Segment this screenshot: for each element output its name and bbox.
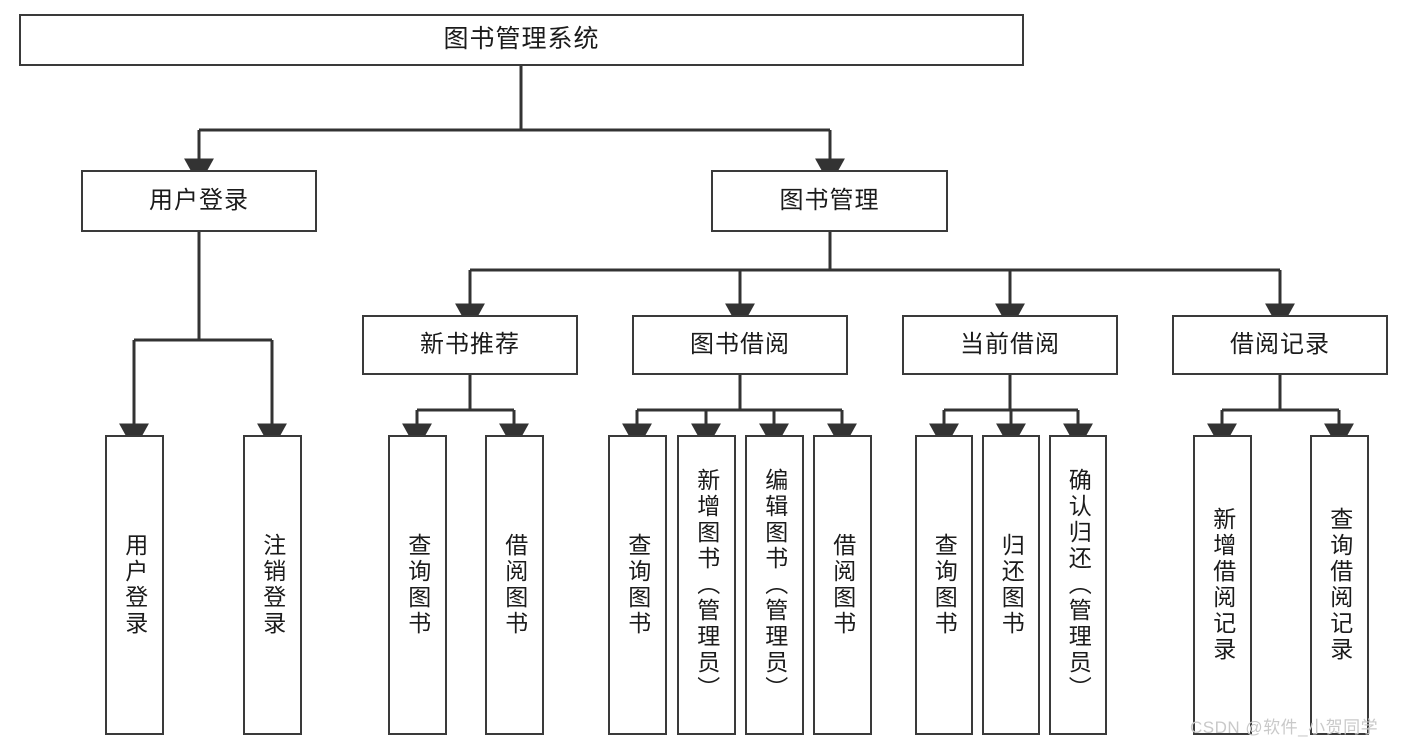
leaf-borrow-book-rec[interactable]: 借阅图书 — [485, 435, 544, 735]
leaf-label: 注销登录 — [259, 533, 286, 637]
node-root-system[interactable]: 图书管理系统 — [19, 14, 1024, 66]
leaf-label: 借阅图书 — [829, 533, 856, 637]
leaf-user-login[interactable]: 用户登录 — [105, 435, 164, 735]
leaf-confirm-return[interactable]: 确认归还（管理员） — [1049, 435, 1107, 735]
edge-userlogin-to-leaves — [119, 232, 287, 451]
leaf-label: 借阅图书 — [501, 533, 528, 637]
leaf-query-book-borrow[interactable]: 查询图书 — [608, 435, 667, 735]
leaf-query-book-rec[interactable]: 查询图书 — [388, 435, 447, 735]
node-user-login[interactable]: 用户登录 — [81, 170, 317, 232]
edge-newbook-to-leaves — [402, 375, 529, 451]
edge-bookmanage-to-level3 — [455, 232, 1295, 331]
leaf-edit-book[interactable]: 编辑图书（管理员） — [745, 435, 804, 735]
leaf-return-book[interactable]: 归还图书 — [982, 435, 1040, 735]
node-current-borrow[interactable]: 当前借阅 — [902, 315, 1118, 375]
leaf-label: 查询图书 — [931, 533, 958, 637]
node-book-borrow[interactable]: 图书借阅 — [632, 315, 848, 375]
node-book-manage[interactable]: 图书管理 — [711, 170, 948, 232]
leaf-label: 归还图书 — [998, 533, 1025, 637]
node-new-book-recommend[interactable]: 新书推荐 — [362, 315, 578, 375]
watermark: CSDN @软件_小贺同学 — [1190, 718, 1379, 737]
edge-root-to-level2 — [184, 66, 845, 186]
leaf-label: 查询图书 — [404, 533, 431, 637]
leaf-label: 确认归还（管理员） — [1065, 468, 1092, 702]
edge-bookborrow-to-leaves — [622, 375, 857, 451]
leaf-label: 用户登录 — [121, 533, 148, 637]
edge-currentborrow-to-leaves — [929, 375, 1093, 451]
leaf-label: 查询借阅记录 — [1326, 507, 1353, 663]
edge-borrowrecord-to-leaves — [1207, 375, 1354, 451]
leaf-borrow-book[interactable]: 借阅图书 — [813, 435, 872, 735]
leaf-add-record[interactable]: 新增借阅记录 — [1193, 435, 1252, 735]
leaf-label: 新增图书（管理员） — [693, 468, 720, 702]
leaf-query-record[interactable]: 查询借阅记录 — [1310, 435, 1369, 735]
leaf-add-book[interactable]: 新增图书（管理员） — [677, 435, 736, 735]
leaf-query-book-current[interactable]: 查询图书 — [915, 435, 973, 735]
leaf-label: 查询图书 — [624, 533, 651, 637]
leaf-label: 新增借阅记录 — [1209, 507, 1236, 663]
leaf-logout-login[interactable]: 注销登录 — [243, 435, 302, 735]
node-borrow-record[interactable]: 借阅记录 — [1172, 315, 1388, 375]
leaf-label: 编辑图书（管理员） — [761, 468, 788, 702]
